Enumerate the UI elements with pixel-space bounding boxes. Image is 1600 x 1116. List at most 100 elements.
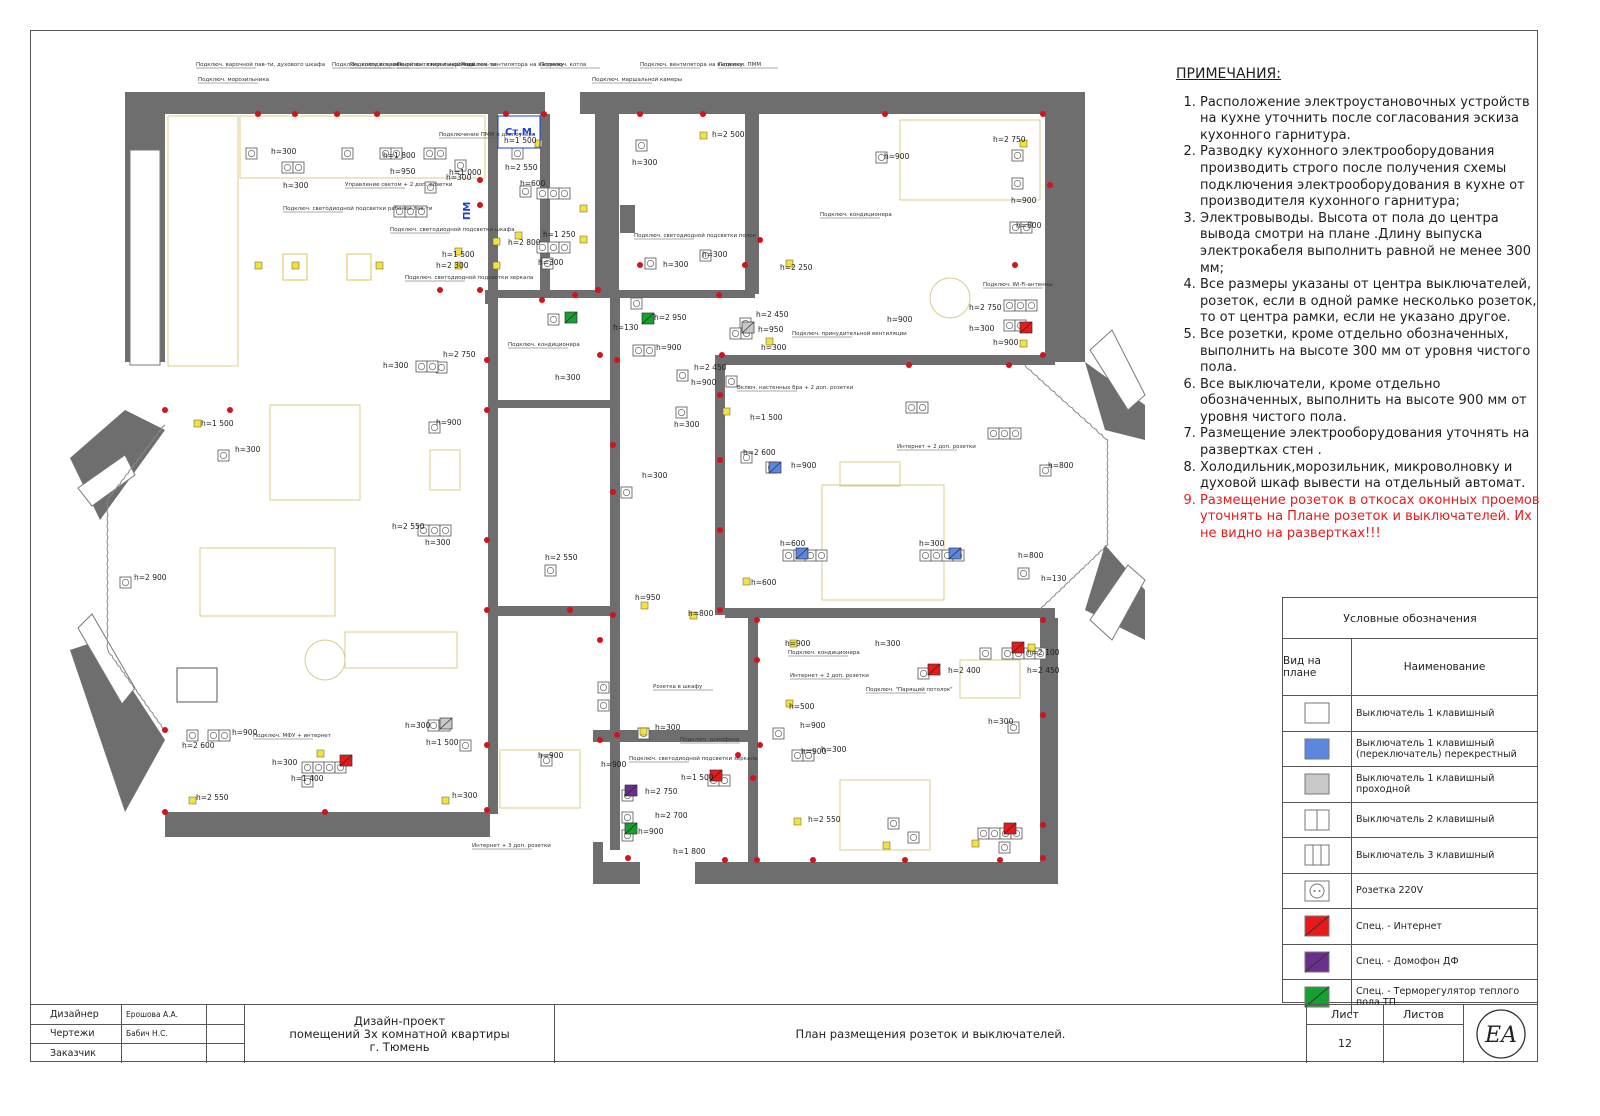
plan-device-icon bbox=[218, 729, 231, 742]
height-mark: h=300 bbox=[821, 745, 847, 754]
height-mark: h=2 750 bbox=[969, 303, 1002, 312]
plan-device-icon bbox=[675, 406, 688, 419]
plan-callout: Подключ. морозильника bbox=[198, 77, 269, 83]
window bbox=[1089, 329, 1146, 411]
junction-dot bbox=[477, 177, 483, 183]
legend-row: Спец. - Терморегулятор теплого пола ТП bbox=[1283, 980, 1537, 1015]
plan-callout: Подключ. кондиционера bbox=[788, 650, 860, 656]
side-table bbox=[429, 449, 461, 491]
height-mark: h=1 500 bbox=[442, 250, 475, 259]
junction-dot bbox=[757, 237, 763, 243]
junction-dot bbox=[255, 111, 261, 117]
plan-device-icon bbox=[930, 549, 943, 562]
junction-dot bbox=[595, 287, 601, 293]
junction-dot bbox=[162, 809, 168, 815]
plan-device-icon bbox=[917, 667, 930, 680]
plan-device-icon bbox=[977, 827, 990, 840]
plan-special-device-icon bbox=[641, 312, 655, 325]
height-mark: h=1 500 bbox=[750, 413, 783, 422]
plan-device-icon bbox=[428, 421, 441, 434]
height-mark: h=2 550 bbox=[505, 163, 538, 172]
plan-callout: Подключ. стиральной маш. bbox=[397, 61, 477, 68]
switch-pass-icon bbox=[1283, 767, 1352, 802]
height-mark: h=1 500 bbox=[201, 419, 234, 428]
light-output-marker bbox=[193, 419, 202, 428]
plan-device-icon bbox=[1007, 721, 1020, 734]
light-output-marker bbox=[579, 235, 588, 244]
tb-sheet-label: Лист bbox=[1307, 1005, 1384, 1024]
sofa bbox=[199, 547, 336, 617]
plan-callout: Подключ. светодиодной подсветки рабочей … bbox=[283, 205, 433, 212]
plan-callout: Подключ. маршальной камеры bbox=[592, 76, 682, 83]
note-item: Все размеры указаны от центра выключател… bbox=[1200, 277, 1544, 327]
junction-dot bbox=[610, 489, 616, 495]
tb-rule bbox=[30, 1043, 245, 1044]
height-mark: h=300 bbox=[283, 181, 309, 190]
plan-device-icon bbox=[597, 681, 610, 694]
height-mark: h=2 450 bbox=[1027, 666, 1060, 675]
plan-device-icon bbox=[998, 427, 1011, 440]
window bbox=[77, 454, 136, 507]
plan-device-icon bbox=[323, 761, 336, 774]
legend-row-label: Выключатель 2 клавишный bbox=[1356, 814, 1495, 826]
junction-dot bbox=[484, 607, 490, 613]
height-mark: h=600 bbox=[780, 539, 806, 548]
plan-callout: Подключ. вентилятора на вытяжку bbox=[461, 62, 565, 68]
plan-device-icon bbox=[1009, 427, 1022, 440]
logo-text: EA bbox=[1484, 1023, 1517, 1048]
tb-sheets-label: Листов bbox=[1384, 1005, 1464, 1024]
plan-device-icon bbox=[207, 729, 220, 742]
wall-segment bbox=[1040, 618, 1058, 884]
height-mark: h=300 bbox=[875, 639, 901, 648]
plan-device-icon bbox=[597, 699, 610, 712]
height-mark: h=300 bbox=[538, 258, 564, 267]
height-mark: h=300 bbox=[761, 343, 787, 352]
height-mark: h=1 800 bbox=[673, 847, 706, 856]
plan-device-icon bbox=[1011, 149, 1024, 162]
plan-device-icon bbox=[875, 151, 888, 164]
junction-dot bbox=[539, 297, 545, 303]
plan-callout: Подключ. кондиционера bbox=[508, 342, 580, 348]
plan-callout: Подключ. светодиодной подсветки полок bbox=[634, 232, 757, 239]
legend-row: Спец. - Домофон ДФ bbox=[1283, 944, 1537, 980]
junction-dot bbox=[567, 607, 573, 613]
plan-device-icon bbox=[887, 817, 900, 830]
junction-dot bbox=[610, 442, 616, 448]
tb-sheets-count bbox=[1384, 1024, 1464, 1063]
curtain-line bbox=[1039, 544, 1109, 611]
tb-name-designer: Ерошова А.А. bbox=[122, 1005, 207, 1024]
height-mark: h=500 bbox=[789, 702, 815, 711]
plan-device-icon bbox=[905, 401, 918, 414]
wall-segment bbox=[715, 355, 1055, 365]
plan-special-device-icon bbox=[795, 547, 809, 560]
junction-dot bbox=[882, 111, 888, 117]
light-output-marker bbox=[534, 139, 543, 148]
legend-row: Выключатель 3 клавишный bbox=[1283, 838, 1537, 874]
height-mark: h=2 750 bbox=[993, 135, 1026, 144]
plan-device-icon bbox=[998, 841, 1011, 854]
plan-device-icon bbox=[621, 811, 634, 824]
height-mark: h=300 bbox=[642, 471, 668, 480]
junction-dot bbox=[750, 775, 756, 781]
junction-dot bbox=[437, 287, 443, 293]
plan-device-icon bbox=[1017, 567, 1030, 580]
height-mark: h=2 450 bbox=[756, 310, 789, 319]
height-mark: h=950 bbox=[758, 325, 784, 334]
legend-row-label: Спец. - Терморегулятор теплого пола ТП bbox=[1356, 986, 1520, 1009]
junction-dot bbox=[162, 407, 168, 413]
plan-special-device-icon bbox=[927, 663, 941, 676]
junction-dot bbox=[572, 292, 578, 298]
plan-special-device-icon bbox=[768, 461, 782, 474]
plan-callout: Интернет + 2 доп. розетки bbox=[897, 444, 976, 450]
junction-dot bbox=[292, 111, 298, 117]
junction-dot bbox=[754, 617, 760, 623]
plan-callout: Подключ. вентилятора на вытяжку bbox=[640, 62, 744, 68]
junction-dot bbox=[614, 732, 620, 738]
note-item: Расположение электроустановочных устройс… bbox=[1200, 95, 1544, 145]
wall-segment bbox=[748, 618, 758, 868]
legend-row: Выключатель 1 клавишный bbox=[1283, 696, 1537, 732]
legend-row-label: Спец. - Домофон ДФ bbox=[1356, 956, 1459, 968]
light-output-marker bbox=[454, 247, 463, 256]
legend-column-headers: Вид на плане Наименование bbox=[1283, 639, 1537, 696]
wall-segment bbox=[715, 365, 725, 615]
